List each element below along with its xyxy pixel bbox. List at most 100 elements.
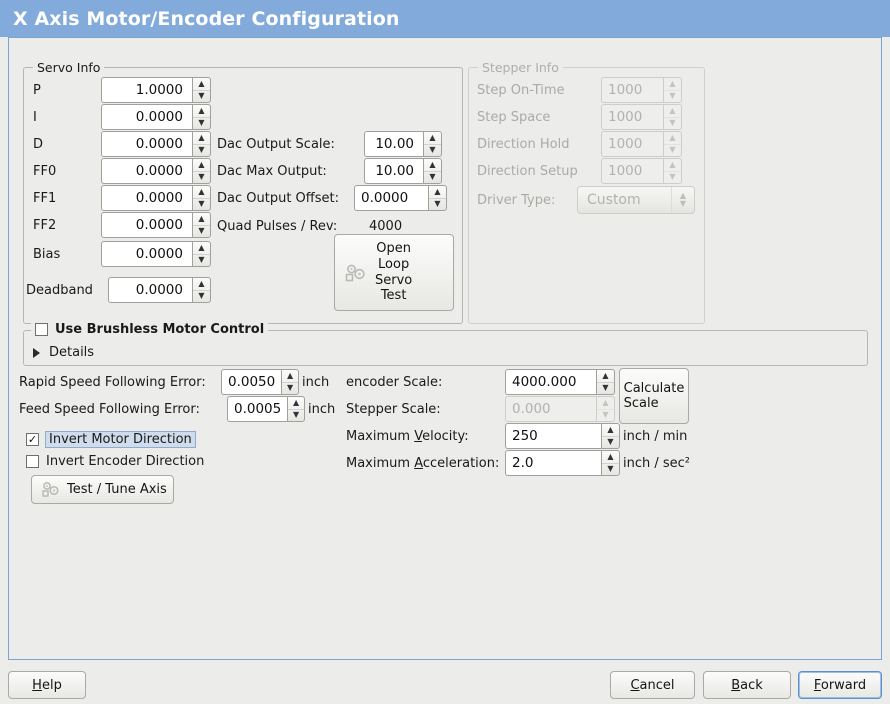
dac-max-output-input[interactable]: 10.00 ▲ ▼ (364, 158, 442, 184)
back-button[interactable]: Back (703, 671, 791, 699)
servo-input-ff2[interactable]: 0.0000 ▲ ▼ (101, 212, 211, 238)
rapid-following-error-spinner[interactable]: ▲ ▼ (281, 369, 299, 395)
servo-input-p[interactable]: 1.0000 ▲ ▼ (101, 77, 211, 103)
checkbox-box[interactable] (26, 455, 39, 468)
spin-up-icon[interactable]: ▲ (193, 105, 210, 118)
calculate-scale-button[interactable]: Calculate Scale (619, 368, 689, 424)
spin-down-icon[interactable]: ▼ (198, 172, 205, 182)
details-expander[interactable]: Details (33, 345, 94, 360)
spin-down-icon[interactable]: ▼ (198, 118, 205, 128)
invert-encoder-direction-checkbox[interactable]: Invert Encoder Direction (26, 454, 204, 469)
spin-up-icon: ▲ (597, 397, 614, 410)
servo-spinner-i[interactable]: ▲ ▼ (192, 104, 211, 130)
servo-spinner-bias[interactable]: ▲ ▼ (192, 241, 211, 267)
spin-up-icon[interactable]: ▲ (429, 186, 446, 199)
feed-following-error-spinner[interactable]: ▲ ▼ (287, 396, 305, 422)
servo-spinner-deadband[interactable]: ▲ ▼ (192, 277, 211, 303)
spin-up-icon[interactable]: ▲ (193, 159, 210, 172)
dac-output-scale-input[interactable]: 10.00 ▲ ▼ (364, 131, 442, 157)
feed-following-error-input[interactable]: 0.0005 ▲ ▼ (227, 396, 305, 422)
spin-up-icon[interactable]: ▲ (193, 186, 210, 199)
spin-down-icon[interactable]: ▼ (429, 172, 436, 182)
spin-down-icon[interactable]: ▼ (198, 145, 205, 155)
feed-following-error-label: Feed Speed Following Error: (19, 402, 200, 417)
spin-down-icon[interactable]: ▼ (198, 291, 205, 301)
maximum-acceleration-input[interactable]: 2.0 ▲ ▼ (505, 450, 620, 476)
chevron-right-icon[interactable] (33, 347, 40, 358)
maximum-velocity-input[interactable]: 250 ▲ ▼ (505, 423, 620, 449)
spin-down-icon[interactable]: ▼ (429, 145, 436, 155)
spin-up-icon[interactable]: ▲ (602, 451, 619, 464)
encoder-scale-input[interactable]: 4000.000 ▲ ▼ (505, 369, 615, 395)
servo-input-ff0[interactable]: 0.0000 ▲ ▼ (101, 158, 211, 184)
spin-down-icon[interactable]: ▼ (198, 91, 205, 101)
dac-output-offset-input[interactable]: 0.0000 ▲ ▼ (354, 185, 447, 211)
spin-up-icon[interactable]: ▲ (193, 278, 210, 291)
spin-down-icon[interactable]: ▼ (602, 383, 609, 393)
spin-up-icon[interactable]: ▲ (424, 159, 441, 172)
spin-up-icon[interactable]: ▲ (282, 370, 298, 383)
dac-output-scale-spinner[interactable]: ▲ ▼ (423, 131, 442, 157)
servo-input-i[interactable]: 0.0000 ▲ ▼ (101, 104, 211, 130)
servo-input-deadband[interactable]: 0.0000 ▲ ▼ (108, 277, 211, 303)
servo-value-i[interactable]: 0.0000 (101, 104, 192, 130)
maximum-acceleration-value[interactable]: 2.0 (505, 450, 601, 476)
servo-value-ff2[interactable]: 0.0000 (101, 212, 192, 238)
servo-value-p[interactable]: 1.0000 (101, 77, 192, 103)
servo-value-d[interactable]: 0.0000 (101, 131, 192, 157)
dac-max-output-value[interactable]: 10.00 (364, 158, 423, 184)
open-loop-servo-test-button[interactable]: Open Loop Servo Test (334, 234, 454, 311)
spin-up-icon[interactable]: ▲ (193, 213, 210, 226)
spin-down-icon[interactable]: ▼ (198, 199, 205, 209)
servo-input-d[interactable]: 0.0000 ▲ ▼ (101, 131, 211, 157)
spin-up-icon[interactable]: ▲ (597, 370, 614, 383)
spin-down-icon[interactable]: ▼ (287, 383, 294, 393)
encoder-scale-spinner[interactable]: ▲ ▼ (596, 369, 615, 395)
spin-up-icon[interactable]: ▲ (193, 132, 210, 145)
dac-output-scale-value[interactable]: 10.00 (364, 131, 423, 157)
spin-down-icon[interactable]: ▼ (434, 199, 441, 209)
spin-down-icon[interactable]: ▼ (293, 410, 300, 420)
rapid-following-error-input[interactable]: 0.0050 ▲ ▼ (221, 369, 299, 395)
encoder-scale-value[interactable]: 4000.000 (505, 369, 596, 395)
forward-button[interactable]: Forward (798, 671, 882, 699)
spin-down-icon[interactable]: ▼ (607, 464, 614, 474)
spin-up-icon[interactable]: ▲ (193, 242, 210, 255)
spin-up-icon[interactable]: ▲ (288, 397, 304, 410)
servo-spinner-ff1[interactable]: ▲ ▼ (192, 185, 211, 211)
servo-value-ff0[interactable]: 0.0000 (101, 158, 192, 184)
rapid-following-error-value[interactable]: 0.0050 (221, 369, 282, 395)
spin-down-icon: ▼ (679, 199, 687, 208)
cancel-button[interactable]: Cancel (610, 671, 695, 699)
servo-spinner-ff0[interactable]: ▲ ▼ (192, 158, 211, 184)
dac-max-output-spinner[interactable]: ▲ ▼ (423, 158, 442, 184)
spin-down-icon[interactable]: ▼ (198, 226, 205, 236)
servo-input-bias[interactable]: 0.0000 ▲ ▼ (101, 241, 211, 267)
maximum-velocity-spinner[interactable]: ▲ ▼ (601, 423, 620, 449)
spin-up-icon[interactable]: ▲ (602, 424, 619, 437)
gears-icon (343, 262, 369, 284)
checkbox-box[interactable] (35, 323, 48, 336)
servo-value-ff1[interactable]: 0.0000 (101, 185, 192, 211)
spin-down-icon[interactable]: ▼ (198, 255, 205, 265)
invert-motor-direction-checkbox[interactable]: ✓ Invert Motor Direction (26, 431, 196, 448)
feed-following-error-value[interactable]: 0.0005 (227, 396, 288, 422)
spin-up-icon[interactable]: ▲ (193, 78, 210, 91)
maximum-acceleration-spinner[interactable]: ▲ ▼ (601, 450, 620, 476)
servo-spinner-d[interactable]: ▲ ▼ (192, 131, 211, 157)
driver-type-value: Custom (587, 192, 641, 208)
dac-output-offset-spinner[interactable]: ▲ ▼ (428, 185, 447, 211)
dac-output-offset-value[interactable]: 0.0000 (354, 185, 428, 211)
servo-spinner-p[interactable]: ▲ ▼ (192, 77, 211, 103)
maximum-velocity-value[interactable]: 250 (505, 423, 601, 449)
spin-up-icon[interactable]: ▲ (424, 132, 441, 145)
test-tune-axis-button[interactable]: Test / Tune Axis (31, 475, 174, 504)
servo-value-bias[interactable]: 0.0000 (101, 241, 192, 267)
spin-down-icon[interactable]: ▼ (607, 437, 614, 447)
checkbox-box[interactable]: ✓ (26, 433, 39, 446)
help-button[interactable]: Help (8, 671, 86, 699)
use-brushless-motor-control-checkbox[interactable]: Use Brushless Motor Control (31, 322, 269, 337)
servo-input-ff1[interactable]: 0.0000 ▲ ▼ (101, 185, 211, 211)
servo-spinner-ff2[interactable]: ▲ ▼ (192, 212, 211, 238)
servo-value-deadband[interactable]: 0.0000 (108, 277, 192, 303)
